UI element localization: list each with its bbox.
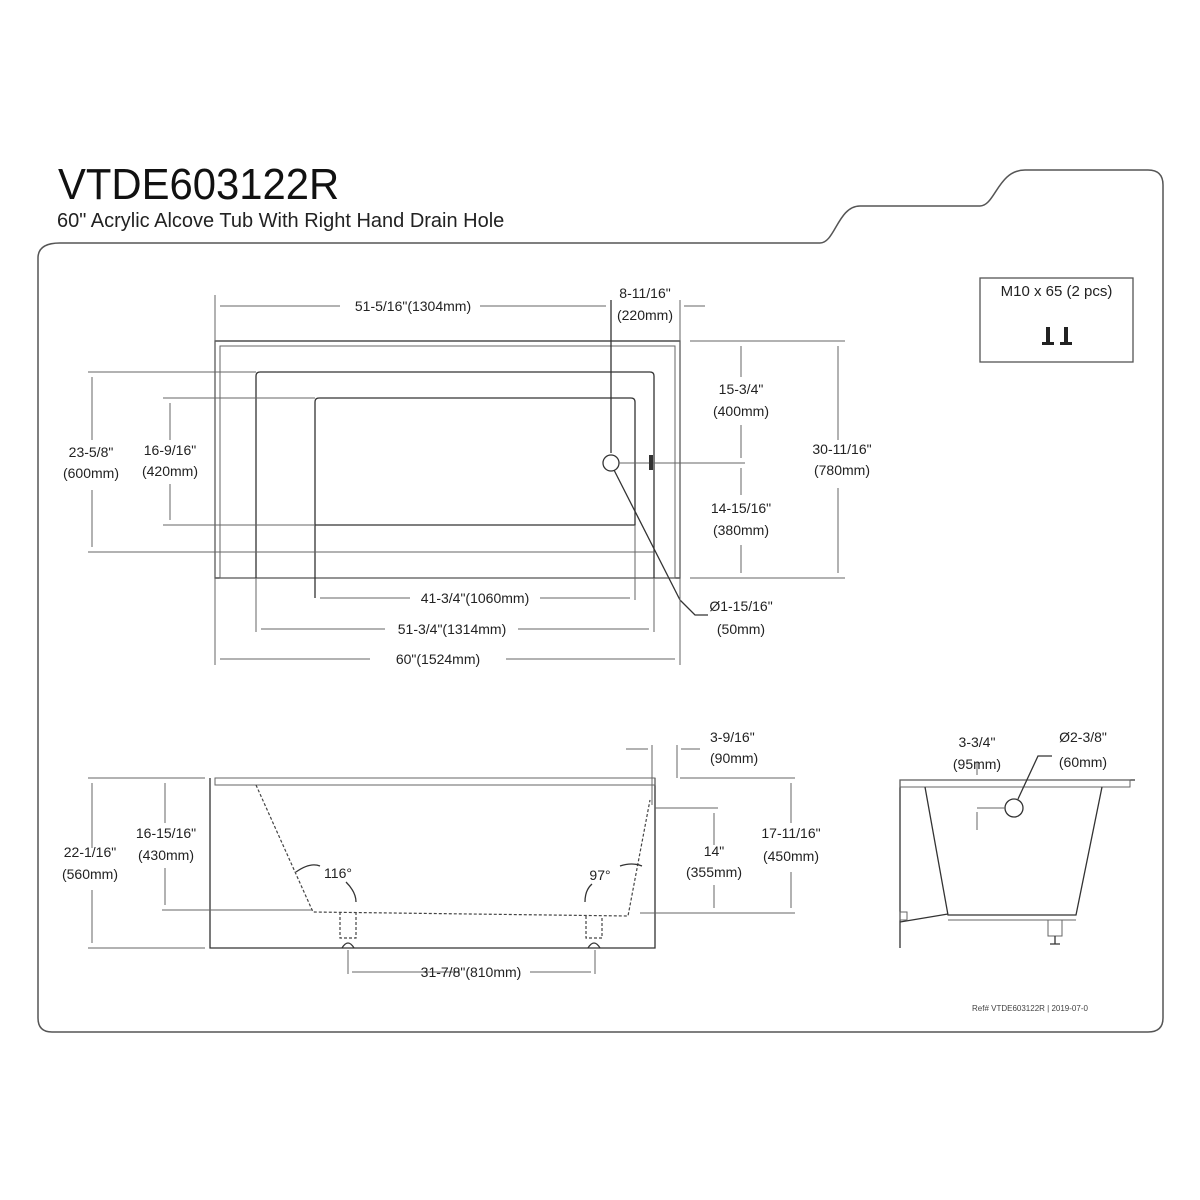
dim-outer-width-mm: (600mm) (63, 465, 119, 481)
dim-drain-from-bottom-in: 14-15/16" (711, 500, 771, 516)
dim-drain-from-top-mm: (400mm) (713, 403, 769, 419)
dim-water-depth-in: 17-11/16" (761, 825, 820, 841)
front-view: 22-1/16" (560mm) 16-15/16" (430mm) 116° … (62, 729, 821, 980)
top-view: 51-5/16"(1304mm) 8-11/16" (220mm) 23-5/8… (63, 285, 872, 667)
tub-outline-rim (219, 345, 676, 579)
drain-hole (602, 454, 620, 472)
dim-drain-from-top-in: 15-3/4" (719, 381, 764, 397)
dim-inner-depth-mm: (430mm) (138, 847, 194, 863)
dim-overflow-from-rim-mm: (95mm) (953, 756, 1001, 772)
dim-floor-length: 41-3/4"(1060mm) (421, 590, 529, 606)
product-description: 60" Acrylic Alcove Tub With Right Hand D… (57, 210, 505, 232)
dim-overall-height-in: 22-1/16" (64, 844, 116, 860)
dim-drain-diameter-mm: (50mm) (717, 621, 765, 637)
dim-drain-to-right-in: 8-11/16" (619, 285, 670, 301)
dim-overflow-height-in: 14" (704, 843, 725, 859)
dim-water-depth-mm: (450mm) (763, 848, 819, 864)
dim-rim-offset-mm: (90mm) (710, 750, 758, 766)
dim-drain-from-bottom-mm: (380mm) (713, 522, 769, 538)
dim-overall-width-mm: (780mm) (814, 462, 870, 478)
dim-overflow-diameter-mm: (60mm) (1059, 754, 1107, 770)
dim-outer-width-in: 23-5/8" (69, 444, 114, 460)
dim-inner-length: 51-3/4"(1314mm) (398, 621, 506, 637)
angle-left: 116° (324, 865, 352, 881)
hardware-label: M10 x 65 (2 pcs) (1000, 283, 1113, 300)
overflow-hole (1004, 798, 1024, 818)
dim-drain-to-right-mm: (220mm) (617, 307, 673, 323)
side-view: 3-3/4" (95mm) Ø2-3/8" (60mm) (899, 729, 1135, 948)
dim-inner-depth-in: 16-15/16" (136, 825, 196, 841)
model-number: VTDE603122R (58, 160, 340, 209)
angle-right: 97° (589, 867, 610, 883)
tub-floor-outline (314, 397, 636, 598)
hardware-box (979, 277, 1134, 363)
dim-feet-spacing: 31-7/8"(810mm) (421, 964, 522, 980)
dim-overall-height-mm: (560mm) (62, 866, 118, 882)
dim-floor-width-mm: (420mm) (142, 463, 198, 479)
dim-overflow-from-rim-in: 3-3/4" (959, 734, 996, 750)
dim-overall-width-in: 30-11/16" (812, 441, 871, 457)
dim-rim-offset-in: 3-9/16" (710, 729, 755, 745)
dim-overflow-diameter-in: Ø2-3/8" (1059, 729, 1107, 745)
drawing-frame (37, 169, 1164, 1033)
dim-floor-width-in: 16-9/16" (144, 442, 196, 458)
dim-drain-to-left: 51-5/16"(1304mm) (355, 298, 471, 314)
leveling-bolt-icon (1042, 327, 1072, 345)
reference-footer: Ref# VTDE603122R | 2019-07-0 (972, 1004, 1088, 1013)
dim-drain-diameter-in: Ø1-15/16" (709, 598, 772, 614)
tub-basin-outline (255, 371, 655, 578)
dim-overflow-height-mm: (355mm) (686, 864, 742, 880)
dim-overall-length: 60"(1524mm) (396, 651, 480, 667)
